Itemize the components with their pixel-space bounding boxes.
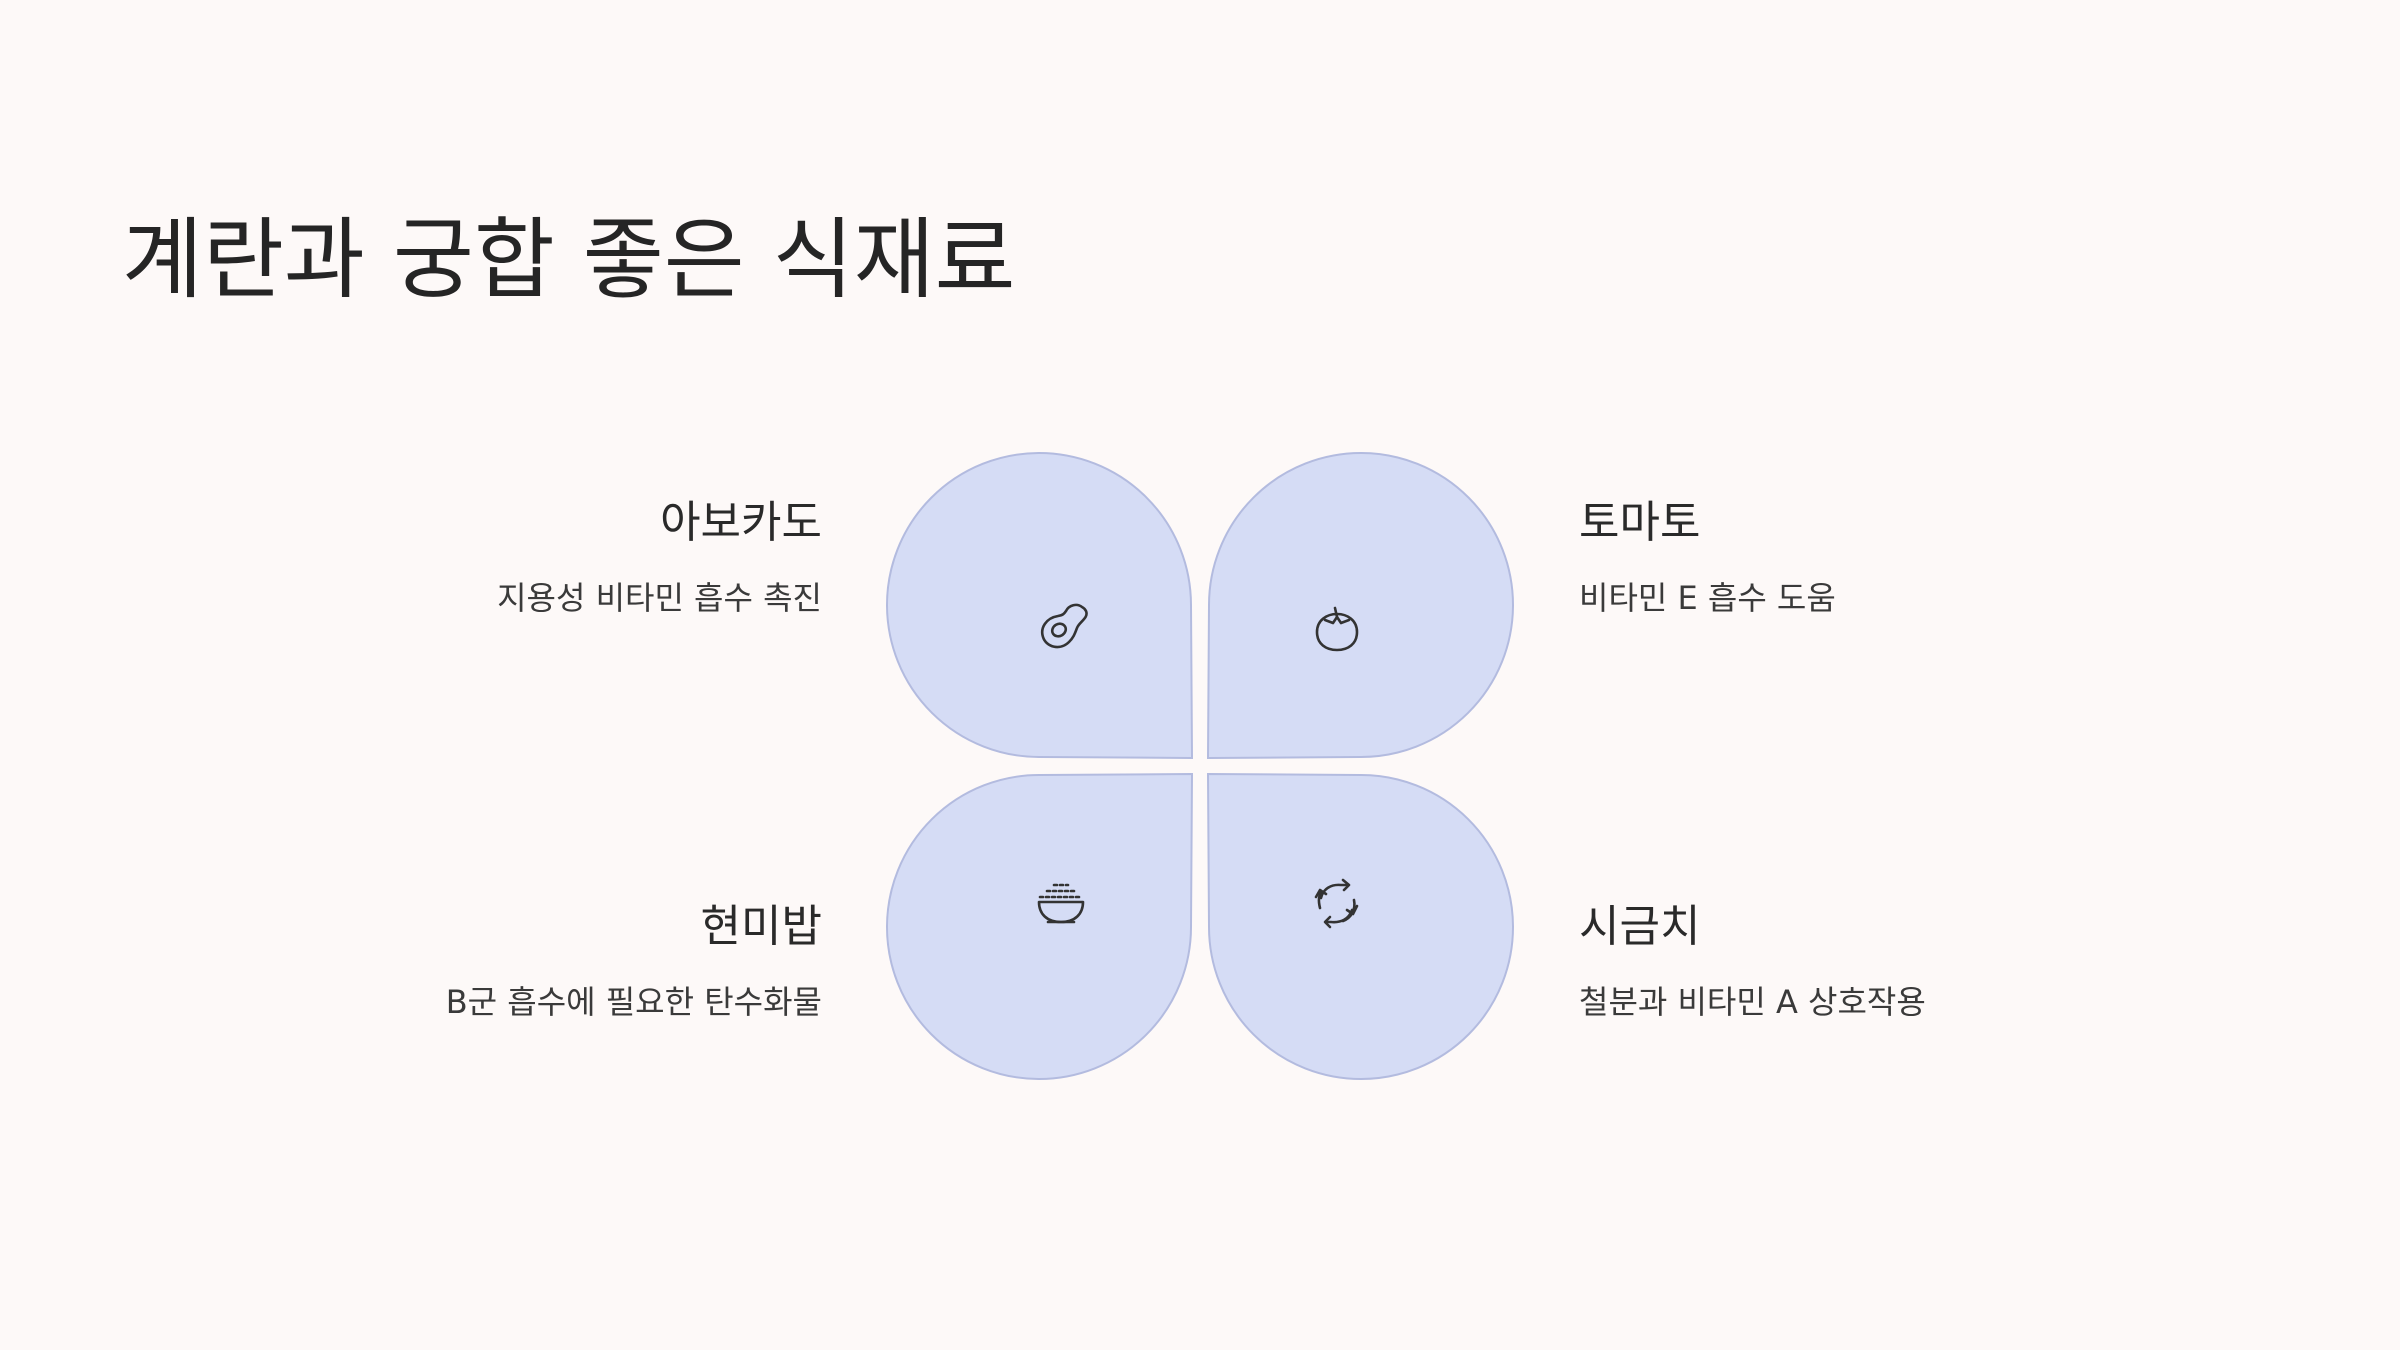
petal-top-right <box>1206 452 1514 760</box>
item-desc-brown-rice: B군 흡수에 필요한 탄수화물 <box>445 983 822 1021</box>
petal-bottom-right <box>1206 772 1514 1080</box>
avocado-icon <box>1040 603 1088 649</box>
item-desc-avocado: 지용성 비타민 흡수 촉진 <box>497 579 822 617</box>
rice-bowl-icon <box>1037 883 1085 924</box>
item-title-avocado: 아보카도 <box>660 497 822 548</box>
petal-bottom-left <box>886 772 1194 1080</box>
leaf-cycle-icon <box>1314 878 1359 929</box>
item-desc-tomato: 비타민 E 흡수 도움 <box>1579 579 1836 617</box>
item-title-tomato: 토마토 <box>1579 497 1701 548</box>
item-desc-spinach: 철분과 비타민 A 상호작용 <box>1579 983 1926 1021</box>
tomato-icon <box>1315 606 1359 652</box>
petal-top-left <box>886 452 1194 760</box>
page-title: 계란과 궁합 좋은 식재료 <box>122 208 1016 311</box>
item-title-brown-rice: 현미밥 <box>700 901 822 952</box>
item-title-spinach: 시금치 <box>1579 901 1701 952</box>
